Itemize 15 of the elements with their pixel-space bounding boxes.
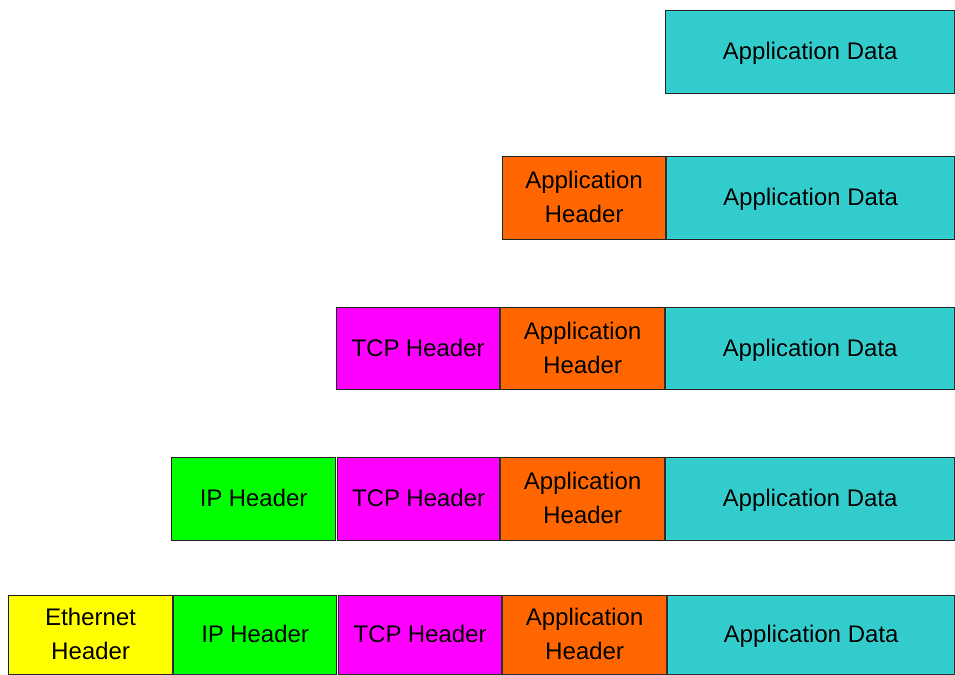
packet-segment: TCP Header	[336, 307, 500, 390]
packet-segment: Application Data	[665, 457, 955, 541]
packet-segment: TCP Header	[338, 595, 502, 675]
packet-segment: IP Header	[173, 595, 337, 675]
packet-segment: Application Data	[665, 10, 955, 94]
packet-segment: Application Data	[667, 595, 955, 675]
packet-segment: Application Header	[502, 595, 667, 675]
packet-segment: Application Data	[665, 307, 955, 390]
packet-segment: Application Data	[666, 156, 955, 240]
packet-segment: Application Header	[502, 156, 666, 240]
packet-segment: Ethernet Header	[8, 595, 173, 675]
packet-segment: Application Header	[500, 307, 665, 390]
packet-segment: IP Header	[171, 457, 336, 541]
packet-segment: Application Header	[500, 457, 665, 541]
packet-segment: TCP Header	[337, 457, 500, 541]
